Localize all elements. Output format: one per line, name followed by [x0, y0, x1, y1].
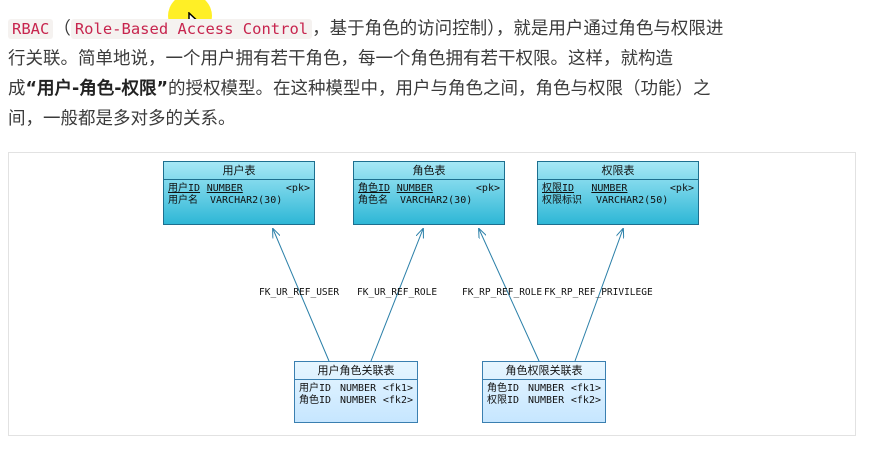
- column-name: 用户ID: [168, 183, 201, 194]
- text-fragment: （: [53, 19, 71, 39]
- table-row: 角色ID NUMBER <pk>: [358, 183, 500, 195]
- column-name: 权限ID: [487, 395, 520, 406]
- column-name: 角色ID: [299, 395, 332, 406]
- column-type: NUMBER: [339, 395, 377, 406]
- table-title: 角色表: [354, 162, 504, 180]
- column-name: 用户ID: [299, 383, 332, 394]
- table-title: 权限表: [538, 162, 698, 180]
- table-title: 用户表: [164, 162, 314, 180]
- fk-line-rp-privilege: [574, 229, 623, 362]
- column-name: 角色ID: [358, 183, 391, 194]
- fk-label-ur-user: FK_UR_REF_USER: [259, 287, 340, 298]
- column-type: VARCHAR2(50): [596, 195, 669, 206]
- table-row: 角色ID NUMBER <fk2>: [299, 395, 413, 407]
- table-row: 用户ID NUMBER <pk>: [168, 183, 310, 195]
- inline-code-role-based-access-control: Role-Based Access Control: [70, 19, 313, 39]
- rbac-description: RBAC（Role-Based Access Control，基于角色的访问控制…: [8, 14, 858, 134]
- fk-label-rp-privilege: FK_RP_REF_PRIVILEGE: [544, 287, 653, 298]
- role-table[interactable]: 角色表 角色ID NUMBER <pk> 角色名 VARCHAR2(30): [353, 161, 505, 225]
- column-key: [296, 195, 310, 207]
- para-line-3: 成“用户-角色-权限”的授权模型。在这种模型中，用户与角色之间，角色与权限（功能…: [8, 74, 858, 104]
- column-type: NUMBER: [339, 383, 377, 394]
- column-key: [486, 195, 500, 207]
- column-name: 用户名: [168, 195, 198, 206]
- column-key: <pk>: [475, 183, 500, 194]
- column-key: <fk1>: [382, 383, 413, 394]
- table-row: 角色ID NUMBER <fk1>: [487, 383, 601, 395]
- relationship-lines: [9, 153, 855, 362]
- fk-line-ur-role: [370, 229, 423, 362]
- bold-model-name: “用户-角色-权限”: [25, 79, 169, 99]
- table-row: 权限ID NUMBER <pk>: [542, 183, 694, 195]
- para-line-1: RBAC（Role-Based Access Control，基于角色的访问控制…: [8, 14, 858, 44]
- fk-label-rp-role: FK_RP_REF_ROLE: [462, 287, 543, 298]
- fk-label-ur-role: FK_UR_REF_ROLE: [357, 287, 438, 298]
- text-fragment: 成: [8, 79, 26, 99]
- column-key: <fk1>: [570, 383, 601, 394]
- column-name: 角色ID: [487, 383, 520, 394]
- table-title: 角色权限关联表: [483, 362, 605, 380]
- table-row: 角色名 VARCHAR2(30): [358, 195, 500, 207]
- column-type: VARCHAR2(30): [210, 195, 283, 206]
- column-key: <pk>: [285, 183, 310, 194]
- table-row: 权限ID NUMBER <fk2>: [487, 395, 601, 407]
- text-fragment: ，基于角色的访问控制），就是用户通过角色与权限进: [312, 19, 724, 39]
- column-type: NUMBER: [527, 395, 565, 406]
- er-diagram: 用户表 用户ID NUMBER <pk> 用户名 VARCHAR2(30) 角色…: [8, 152, 856, 436]
- user-role-table[interactable]: 用户角色关联表 用户ID NUMBER <fk1> 角色ID NUMBER <f…: [294, 361, 418, 423]
- table-title: 用户角色关联表: [295, 362, 417, 380]
- table-row: 用户名 VARCHAR2(30): [168, 195, 310, 207]
- column-key: <fk2>: [570, 395, 601, 406]
- para-line-4: 间，一般都是多对多的关系。: [8, 109, 236, 129]
- column-type: NUMBER: [396, 183, 433, 194]
- column-name: 权限ID: [542, 183, 575, 194]
- column-type: VARCHAR2(30): [400, 195, 473, 206]
- user-table[interactable]: 用户表 用户ID NUMBER <pk> 用户名 VARCHAR2(30): [163, 161, 315, 225]
- column-key: <pk>: [669, 183, 694, 194]
- column-name: 角色名: [358, 195, 388, 206]
- role-privilege-table[interactable]: 角色权限关联表 角色ID NUMBER <fk1> 权限ID NUMBER <f…: [482, 361, 606, 423]
- fk-line-rp-role: [479, 229, 540, 362]
- table-row: 权限标识 VARCHAR2(50): [542, 195, 694, 207]
- column-type: NUMBER: [591, 183, 628, 194]
- column-key: <fk2>: [382, 395, 413, 406]
- column-key: [682, 195, 694, 207]
- para-line-2: 行关联。简单地说，一个用户拥有若干角色，每一个角色拥有若干权限。这样，就构造: [8, 49, 673, 69]
- column-type: NUMBER: [206, 183, 243, 194]
- text-fragment: 的授权模型。在这种模型中，用户与角色之间，角色与权限（功能）之: [168, 79, 711, 99]
- fk-line-ur-user: [273, 229, 330, 362]
- table-row: 用户ID NUMBER <fk1>: [299, 383, 413, 395]
- column-type: NUMBER: [527, 383, 565, 394]
- inline-code-rbac: RBAC: [8, 19, 54, 39]
- privilege-table[interactable]: 权限表 权限ID NUMBER <pk> 权限标识 VARCHAR2(50): [537, 161, 699, 225]
- column-name: 权限标识: [542, 195, 582, 206]
